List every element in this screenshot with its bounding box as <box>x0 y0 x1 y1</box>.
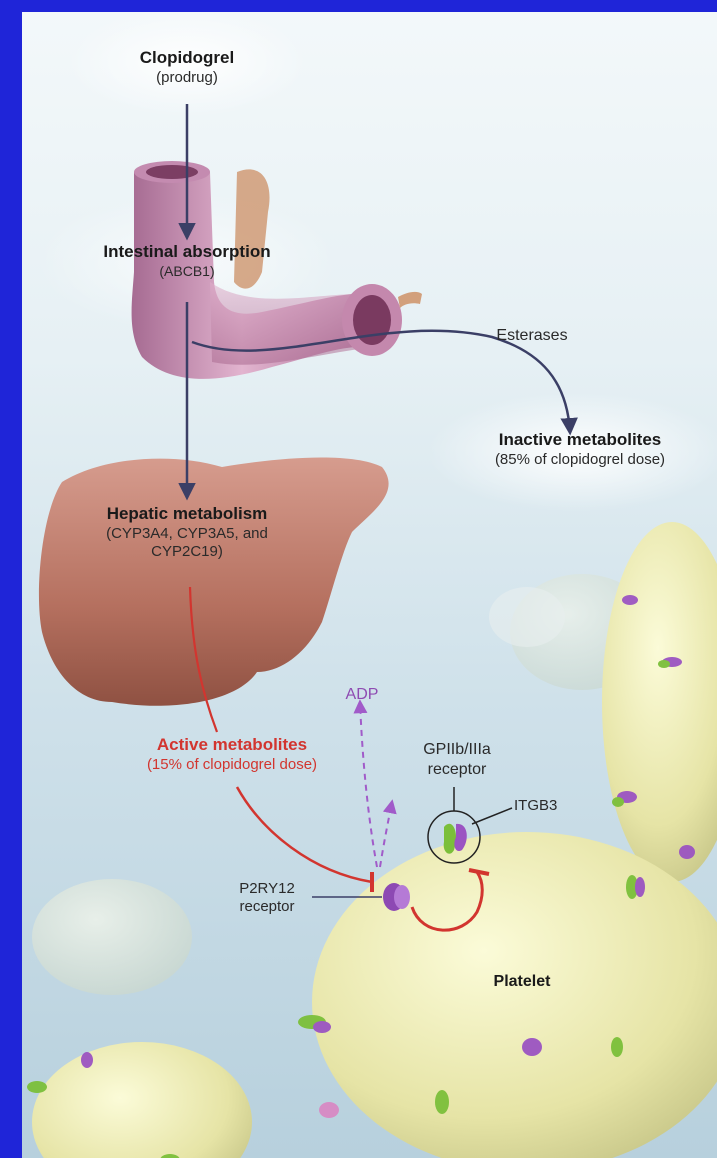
itgb3-label: ITGB3 <box>514 797 584 815</box>
p2ry12-receptor-shape <box>383 883 410 911</box>
hepatic-metabolism-label: Hepatic metabolism (CYP3A4, CYP3A5, and … <box>82 504 292 561</box>
p2ry12-label: P2RY12 receptor <box>217 880 317 917</box>
platelet-right <box>602 522 717 882</box>
intestine-gene: (ABCB1) <box>72 263 302 280</box>
adp-label: ADP <box>337 685 387 705</box>
inactive-title: Inactive metabolites <box>450 430 710 451</box>
inactive-metabolites-label: Inactive metabolites (85% of clopidogrel… <box>450 430 710 469</box>
active-title: Active metabolites <box>112 735 352 756</box>
hepatic-enzymes-line2: CYP2C19) <box>82 543 292 561</box>
p2ry12-line2: receptor <box>217 898 317 916</box>
active-note: (15% of clopidogrel dose) <box>112 756 352 774</box>
drug-note: (prodrug) <box>117 69 257 87</box>
pathway-illustration <box>22 12 717 1158</box>
liver-illustration <box>39 458 389 706</box>
adp-arrow-up <box>360 702 377 867</box>
intestine-title: Intestinal absorption <box>72 242 302 263</box>
drug-name: Clopidogrel <box>117 48 257 69</box>
platelet-label: Platelet <box>467 972 577 992</box>
diagram-panel: Clopidogrel (prodrug) Intestinal absorpt… <box>22 12 717 1158</box>
platelet-bottom-left <box>32 1042 252 1158</box>
background-platelet <box>32 879 192 995</box>
inactive-note: (85% of clopidogrel dose) <box>450 451 710 469</box>
gpiib-iiia-label: GPIIb/IIIa receptor <box>402 740 512 779</box>
gp-line2: receptor <box>402 760 512 780</box>
intestinal-absorption-label: Intestinal absorption (ABCB1) <box>72 242 302 280</box>
adp-arrow-release <box>380 802 392 867</box>
clopidogrel-label: Clopidogrel (prodrug) <box>117 48 257 87</box>
active-metabolites-label: Active metabolites (15% of clopidogrel d… <box>112 735 352 774</box>
p2ry12-line1: P2RY12 <box>217 880 317 898</box>
esterases-label: Esterases <box>477 326 587 346</box>
hepatic-title: Hepatic metabolism <box>82 504 292 525</box>
gp-line1: GPIIb/IIIa <box>402 740 512 760</box>
hepatic-enzymes-line1: (CYP3A4, CYP3A5, and <box>82 525 292 543</box>
